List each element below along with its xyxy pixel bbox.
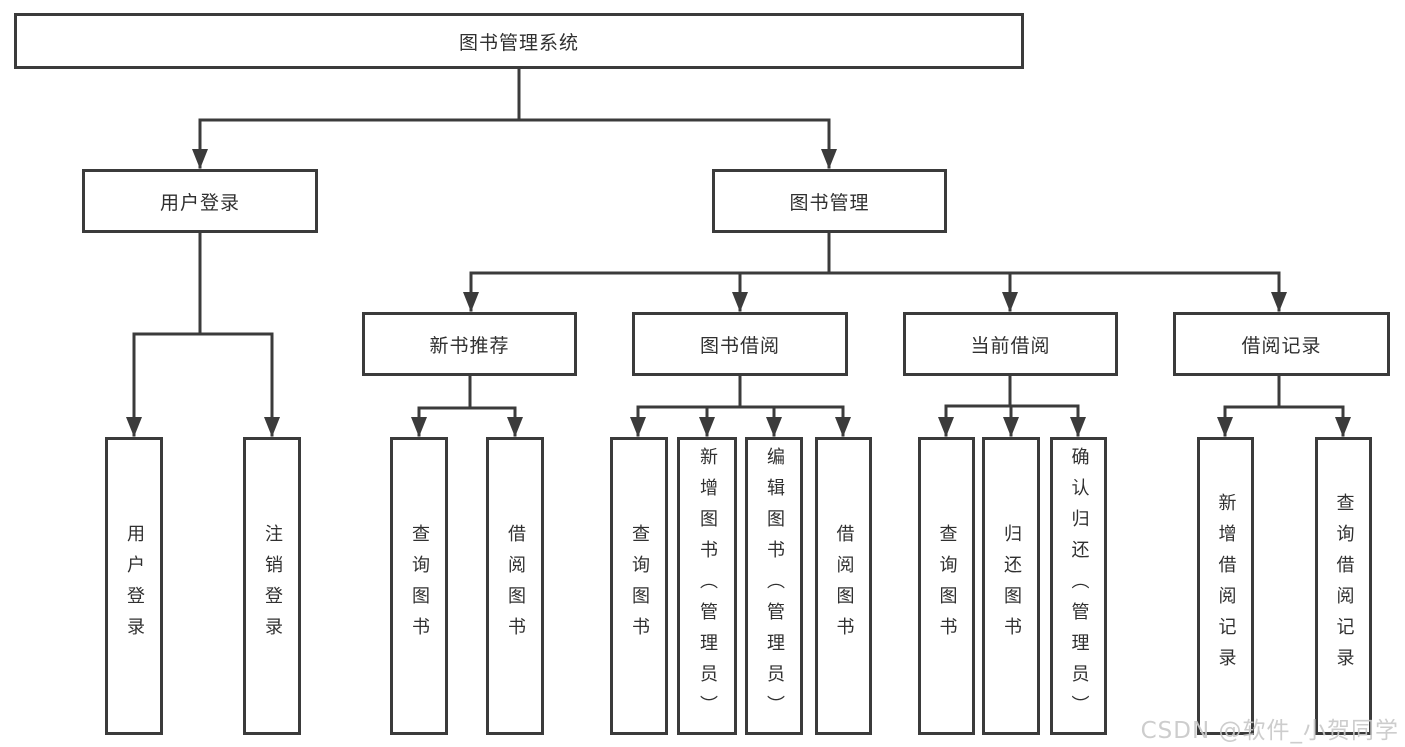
leaf-label: 注销登录 — [262, 524, 283, 648]
node-book-borrow: 图书借阅 — [632, 312, 848, 376]
node-leaf-confirm-return-admin: 确认归还（管理员） — [1050, 437, 1107, 735]
leaf-label: 借阅图书 — [833, 524, 855, 648]
leaf-label: 归还图书 — [1001, 524, 1022, 648]
leaf-label: 查询图书 — [936, 524, 958, 648]
node-leaf-query-book-3: 查询图书 — [918, 437, 975, 735]
node-leaf-borrow-book-2: 借阅图书 — [815, 437, 872, 735]
node-leaf-return-book: 归还图书 — [982, 437, 1040, 735]
node-user-login-group: 用户登录 — [82, 169, 318, 233]
leaf-label: 查询借阅记录 — [1333, 493, 1355, 679]
csdn-watermark: CSDN @软件_小贺同学 — [1140, 718, 1399, 744]
node-leaf-query-borrow-record: 查询借阅记录 — [1315, 437, 1372, 735]
leaf-label: 查询图书 — [409, 524, 430, 648]
leaf-label: 用户登录 — [124, 524, 145, 648]
node-leaf-add-book-admin: 新增图书（管理员） — [677, 437, 737, 735]
node-leaf-logout: 注销登录 — [243, 437, 301, 735]
leaf-label: 查询图书 — [629, 524, 650, 648]
leaf-label: 确认归还（管理员） — [1068, 446, 1090, 726]
leaf-label: 借阅图书 — [505, 524, 526, 648]
node-leaf-user-login: 用户登录 — [105, 437, 163, 735]
node-new-book-recommend: 新书推荐 — [362, 312, 577, 376]
node-leaf-query-book-1: 查询图书 — [390, 437, 448, 735]
node-book-management: 图书管理 — [712, 169, 947, 233]
leaf-label: 新增图书（管理员） — [697, 446, 718, 726]
node-borrow-records: 借阅记录 — [1173, 312, 1390, 376]
node-root-system: 图书管理系统 — [14, 13, 1024, 69]
node-leaf-query-book-2: 查询图书 — [610, 437, 668, 735]
leaf-label: 编辑图书（管理员） — [764, 446, 785, 726]
leaf-label: 新增借阅记录 — [1215, 493, 1237, 679]
node-leaf-add-borrow-record: 新增借阅记录 — [1197, 437, 1254, 735]
node-leaf-edit-book-admin: 编辑图书（管理员） — [745, 437, 803, 735]
node-leaf-borrow-book-1: 借阅图书 — [486, 437, 544, 735]
node-current-borrow: 当前借阅 — [903, 312, 1118, 376]
